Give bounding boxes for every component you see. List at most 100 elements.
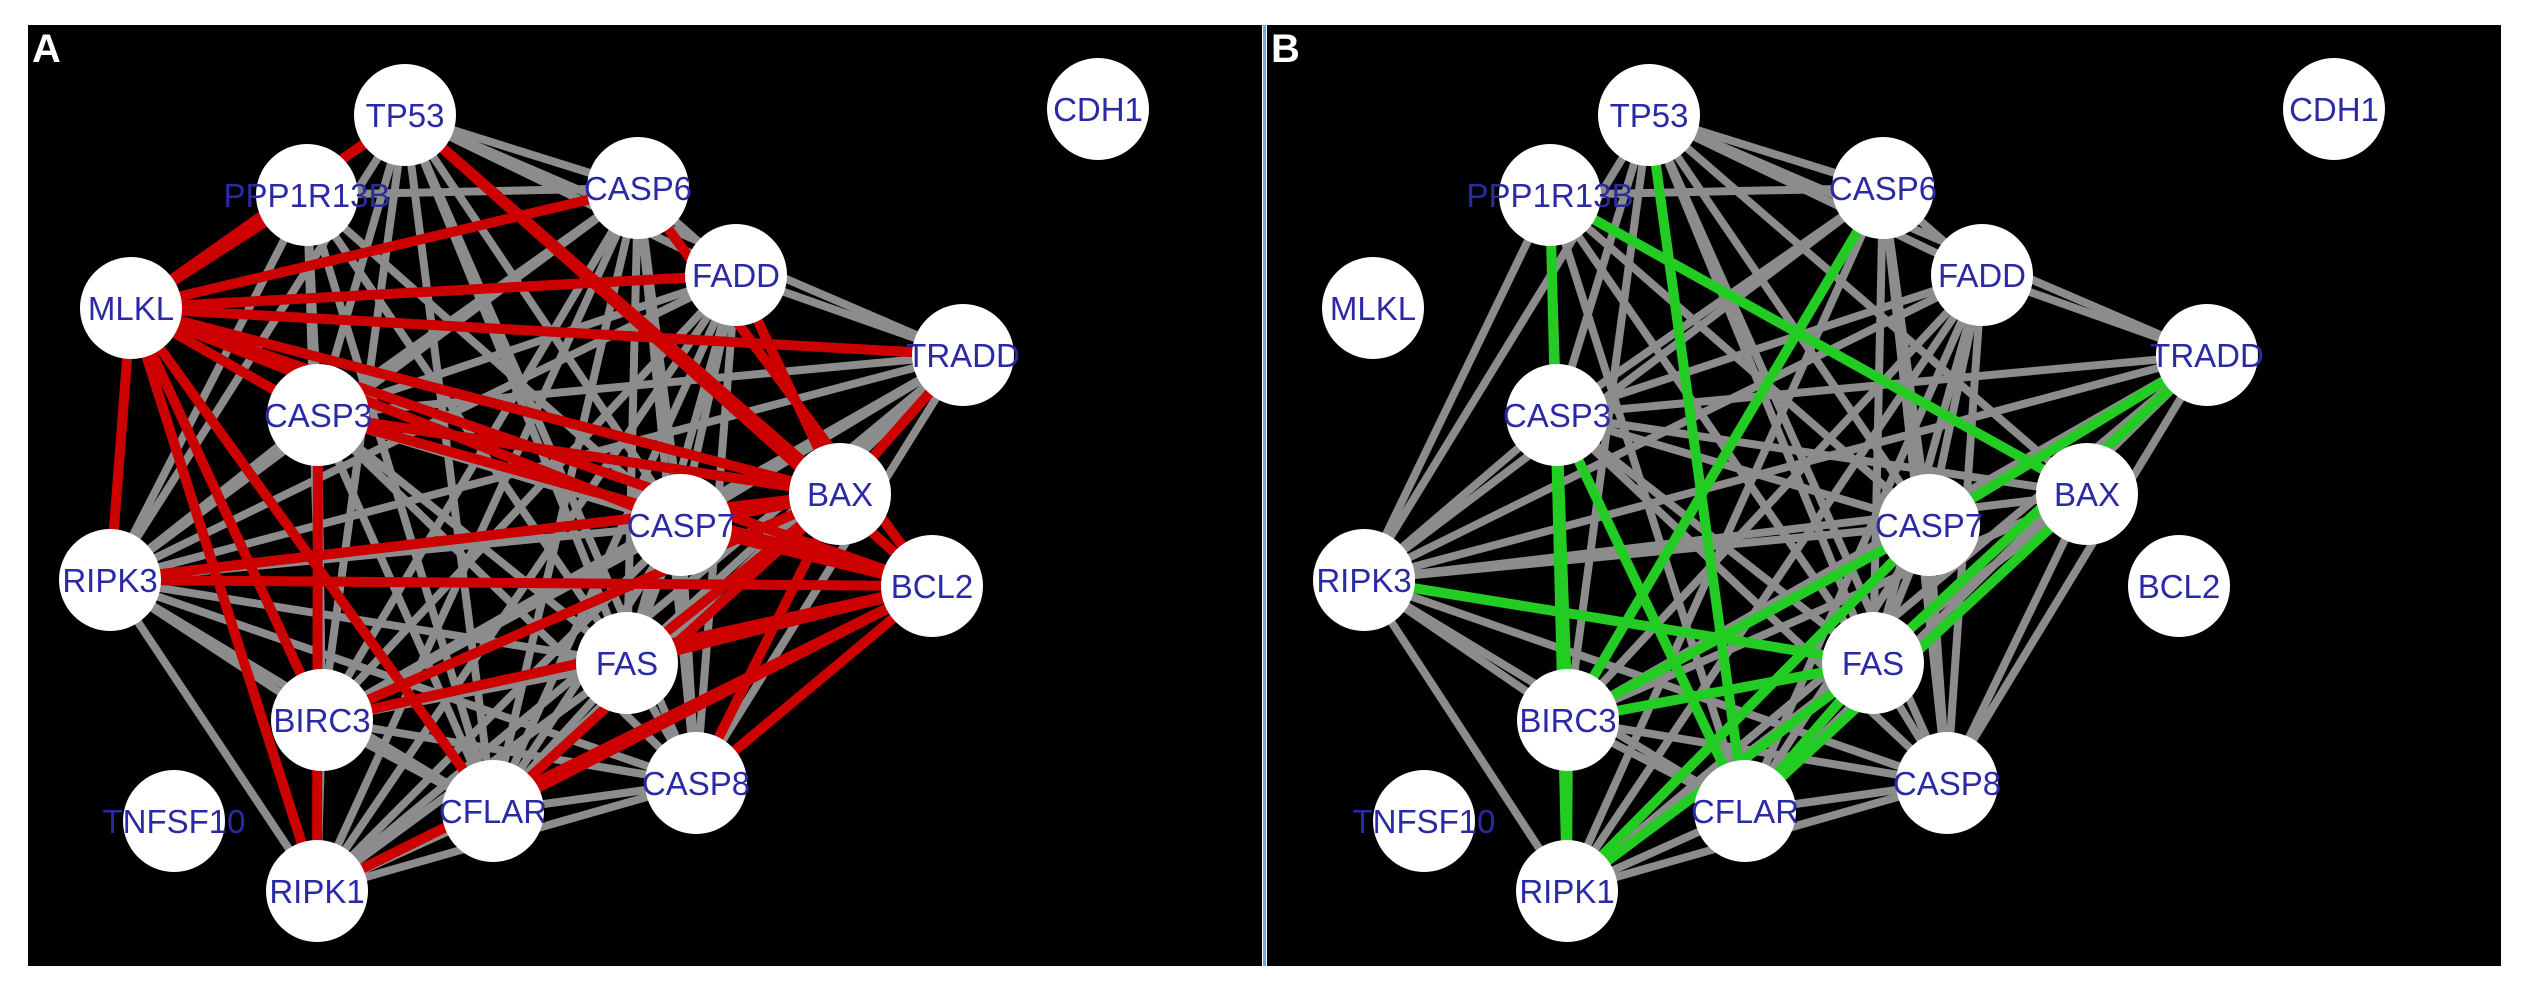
edge-TRADD-RIPK3 [1362,351,2209,584]
node-circle [1499,144,1601,246]
node-circle [1832,137,1934,239]
node-casp8[interactable]: CASP8 [1893,732,2001,834]
node-bcl2[interactable]: BCL2 [881,535,983,637]
node-label: CASP7 [627,507,735,544]
node-bax[interactable]: BAX [2036,443,2138,545]
node-circle [1516,840,1618,942]
node-circle [267,364,369,466]
edge-FADD-RIPK3 [1362,271,1984,584]
node-circle [59,529,161,631]
node-label: TRADD [2150,337,2264,374]
highlight-edge-MLKL-TRADD [130,303,964,360]
edge-RIPK3-FAS [109,576,628,667]
edge-CASP6-RIPK3 [1361,184,1886,584]
edge-PPP1R13B-CASP6 [306,184,639,199]
node-tp53[interactable]: TP53 [1598,64,1700,166]
node-circle [1373,770,1475,872]
node-circle [1517,669,1619,771]
node-casp7[interactable]: CASP7 [1875,474,1983,576]
highlight-edge-MLKL-CASP6 [129,183,640,313]
node-casp3[interactable]: CASP3 [1503,364,1611,466]
node-label: CDH1 [1053,91,1143,128]
node-cdh1[interactable]: CDH1 [2283,58,2385,160]
node-ppp1r13b[interactable]: PPP1R13B [224,144,391,246]
edge-CASP7-BIRC3 [320,521,683,724]
node-bcl2[interactable]: BCL2 [2128,535,2230,637]
node-circle [354,64,456,166]
node-label: RIPK1 [269,873,364,910]
edge-PPP1R13B-CASP6 [1549,184,1884,199]
node-label: RIPK3 [62,562,157,599]
node-circle [881,535,983,637]
node-circle [80,257,182,359]
node-ripk3[interactable]: RIPK3 [59,529,161,631]
node-circle [576,612,678,714]
highlight-edge-MLKL-BAX [129,303,842,499]
node-casp3[interactable]: CASP3 [264,364,372,466]
node-label: RIPK1 [1519,873,1614,910]
node-birc3[interactable]: BIRC3 [271,669,373,771]
node-fas[interactable]: FAS [576,612,678,714]
edge-CASP3-CASP8 [315,412,699,786]
node-mlkl[interactable]: MLKL [1322,257,1424,359]
node-circle [1322,257,1424,359]
edge-layer [105,110,967,896]
node-circle [266,840,368,942]
highlight-edge-RIPK3-FAS [1363,575,1874,668]
node-circle [912,304,1014,406]
node-tradd[interactable]: TRADD [2150,304,2264,406]
highlight-edge-CASP3-RIPK1 [312,414,323,892]
node-fadd[interactable]: FADD [685,224,787,326]
node-circle [1598,64,1700,166]
node-circle [256,144,358,246]
panel-label: A [32,27,61,71]
edge-TP53-CASP7 [1645,112,1933,528]
edge-TRADD-CASP8 [1943,352,2211,786]
node-circle [1822,612,1924,714]
node-casp6[interactable]: CASP6 [584,137,692,239]
node-tp53[interactable]: TP53 [354,64,456,166]
node-circle [2156,304,2258,406]
node-ppp1r13b[interactable]: PPP1R13B [1467,144,1634,246]
node-circle [442,760,544,862]
node-label: CASP7 [1875,507,1983,544]
node-label: FADD [1938,257,2026,294]
node-ripk3[interactable]: RIPK3 [1313,529,1415,631]
node-tnfsf10[interactable]: TNFSF10 [102,770,246,872]
node-cdh1[interactable]: CDH1 [1047,58,1149,160]
edge-CASP3-CASP7 [1555,411,1931,529]
highlight-edge-TP53-CFLAR [1644,114,1750,812]
node-circle [630,474,732,576]
node-circle [2036,443,2138,545]
node-casp6[interactable]: CASP6 [1829,137,1937,239]
edge-PPP1R13B-CASP7 [1547,191,1932,529]
highlight-edge-PPP1R13B-BAX [1547,190,2090,499]
highlight-edge-TP53-BAX [401,111,844,498]
node-label: PPP1R13B [1467,177,1634,214]
node-bax[interactable]: BAX [789,443,891,545]
highlight-edge-CASP7-RIPK1 [1563,521,1933,895]
node-cflar[interactable]: CFLAR [1691,760,1799,862]
node-label: MLKL [88,290,174,327]
node-mlkl[interactable]: MLKL [80,257,182,359]
node-label: CFLAR [1691,793,1799,830]
node-label: BAX [807,476,873,513]
node-fas[interactable]: FAS [1822,612,1924,714]
node-circle [1506,364,1608,466]
node-fadd[interactable]: FADD [1931,224,2033,326]
node-casp8[interactable]: CASP8 [642,732,750,834]
highlight-edge-CASP8-BAX [691,491,845,786]
node-tradd[interactable]: TRADD [906,304,1020,406]
node-label: BAX [2054,476,2120,513]
highlight-edge-MLKL-RIPK1 [126,306,322,893]
node-ripk1[interactable]: RIPK1 [1516,840,1618,942]
node-ripk1[interactable]: RIPK1 [266,840,368,942]
node-label: BIRC3 [273,702,370,739]
node-tnfsf10[interactable]: TNFSF10 [1352,770,1496,872]
node-cflar[interactable]: CFLAR [439,760,547,862]
node-birc3[interactable]: BIRC3 [1517,669,1619,771]
node-casp7[interactable]: CASP7 [627,474,735,576]
node-label: BCL2 [891,568,974,605]
